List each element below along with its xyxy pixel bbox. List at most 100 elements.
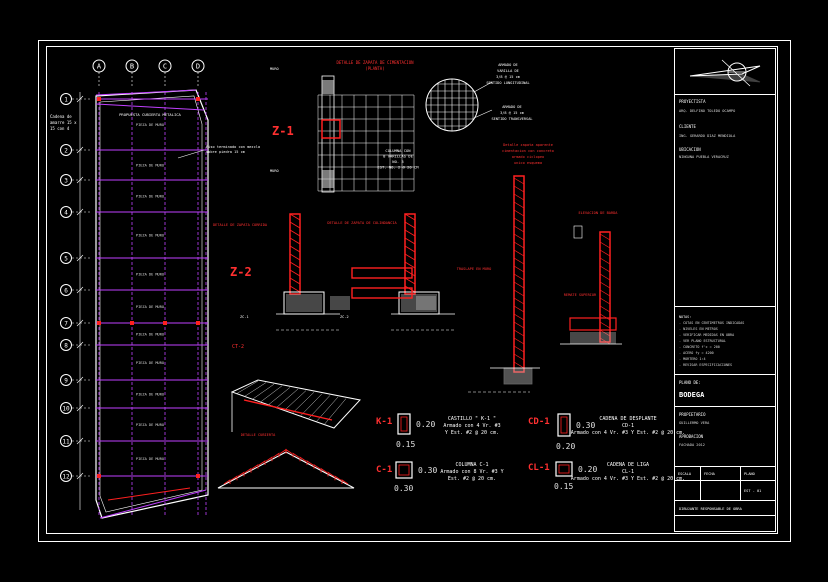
schedule-line: Armado con 4 Vr. #3 Y Est. #2 @ 20 cm.	[571, 476, 685, 482]
red-note: cimentacion con concreto	[502, 149, 554, 153]
cadena	[351, 287, 413, 299]
schedule-line: Armado con 4 Vr. #3 Y Est. #2 @ 20 cm.	[571, 430, 685, 436]
zapata-note: NO. 3	[392, 159, 403, 164]
axis-bubble	[60, 339, 72, 351]
armado-note: 3/8 @ 15 cm	[496, 75, 520, 79]
masonry-hatch	[289, 229, 301, 237]
roof-hatch	[275, 388, 299, 409]
roof-tile	[320, 467, 328, 473]
room-label: PIEZA DE MURO	[136, 393, 164, 397]
axis-label-9: 9	[64, 378, 68, 385]
masonry-hatch	[599, 257, 611, 265]
axis-label-8: 8	[64, 343, 68, 350]
schedule-section-box	[397, 413, 411, 435]
tb-sheet-value: EST - 01	[744, 489, 761, 493]
schedule-dim: 0.15	[396, 440, 415, 449]
axis-bubble	[60, 374, 72, 386]
column-mark	[97, 321, 101, 325]
axis-label-12: 12	[62, 474, 70, 481]
footing-hatch	[330, 296, 350, 310]
masonry-hatch	[513, 329, 525, 337]
tb-plan-value: BODEGA	[679, 391, 705, 399]
masonry-hatch	[513, 209, 525, 217]
roof-hatch	[299, 393, 323, 417]
footing-hatch	[570, 332, 616, 344]
masonry-hatch	[404, 261, 416, 269]
room-label: PIEZA DE MURO	[136, 333, 164, 337]
armado-note: VARILLA DE	[497, 69, 519, 73]
schedule-title: CASTILLO " K-1 "	[448, 416, 496, 422]
masonry-hatch	[404, 221, 416, 229]
masonry-hatch	[599, 321, 611, 329]
axis-bubble	[60, 144, 72, 156]
column-mark	[163, 321, 167, 325]
axis-label-3: 3	[64, 178, 68, 185]
tb-location-label: UBICACION	[679, 147, 701, 152]
roof-tile	[223, 479, 231, 485]
grid-diagonal	[95, 89, 197, 96]
masonry-hatch	[599, 233, 611, 241]
zc-label: ZC-2	[340, 315, 349, 319]
red-note: Detalle zapata aparente	[503, 143, 553, 147]
plan-top-label: PROPUESTA CUBIERTA METALICA	[119, 112, 181, 117]
tb-note-item: - NIVELES EN METROS	[679, 327, 718, 331]
masonry-hatch	[289, 253, 301, 261]
tb-project-value: ARQ. DELFINO TOLEDO OCAMPO	[679, 109, 735, 113]
zapata-note: MURO	[270, 169, 279, 173]
masonry-hatch	[404, 277, 416, 285]
axis-label-B: B	[130, 63, 134, 71]
axis-label-5: 5	[64, 256, 68, 263]
schedule-line: CD-1	[622, 423, 634, 429]
tb-note-item: - MORTERO 1:4	[679, 357, 706, 361]
section-title: TRASLAPE EN MURO	[457, 267, 492, 271]
tb-owner-value: ING. GERARDO DIAZ MENDIOLA	[679, 134, 736, 138]
column-mark	[196, 97, 200, 101]
dimension-tick	[76, 472, 84, 480]
section-title: DETALLE DE ZAPATA CORRIDA	[213, 223, 268, 227]
zapata-title: DETALLE DE ZAPATA DE CIMENTACION	[336, 60, 414, 65]
roof-hatch	[251, 383, 275, 400]
masonry-hatch	[513, 193, 525, 201]
masonry-hatch	[513, 241, 525, 249]
barda-cadena	[569, 317, 617, 331]
masonry-hatch	[289, 269, 301, 277]
red-note: unico esquema	[514, 161, 542, 165]
title-block: PROYECTISTA ARQ. DELFINO TOLEDO OCAMPO C…	[674, 48, 776, 532]
axis-bubble	[60, 206, 72, 218]
room-label: PIEZA DE MURO	[136, 273, 164, 277]
column-mark	[130, 321, 134, 325]
section-tag: CT-2	[232, 344, 244, 350]
tb-date-label: FECHA	[704, 472, 716, 476]
masonry-hatch	[513, 281, 525, 289]
axis-label-6: 6	[64, 288, 68, 295]
zapata-note: MURO	[270, 67, 279, 71]
axis-bubble	[60, 317, 72, 329]
roof-hatch	[267, 387, 291, 406]
schedule-section-box	[555, 461, 573, 477]
masonry-hatch	[599, 265, 611, 273]
dimension-tick	[76, 437, 84, 445]
dimension-tick	[76, 376, 84, 384]
masonry-hatch	[513, 337, 525, 345]
footing-hatch	[286, 294, 322, 312]
z2-label: Z-2	[230, 265, 252, 279]
masonry-hatch	[513, 289, 525, 297]
masonry-hatch	[513, 273, 525, 281]
room-label: PIEZA DE MURO	[136, 164, 164, 168]
armado-note: ARMADO DE	[502, 105, 521, 109]
axis-bubble	[60, 435, 72, 447]
schedule-rebar	[560, 416, 568, 434]
masonry-hatch	[513, 225, 525, 233]
masonry-hatch	[513, 305, 525, 313]
column-mark	[97, 474, 101, 478]
schedule-dim: 0.15	[554, 482, 573, 491]
axis-label-C: C	[163, 63, 167, 71]
tb-approval-label: APROBACION	[679, 434, 704, 439]
tb-sheet-label: PLANO	[744, 472, 755, 476]
wall-red	[107, 487, 191, 501]
tb-notes-list: NOTAS:- COTAS EN CENTIMETROS INDICADAS- …	[679, 315, 744, 367]
room-label: PIEZA DE MURO	[136, 361, 164, 365]
